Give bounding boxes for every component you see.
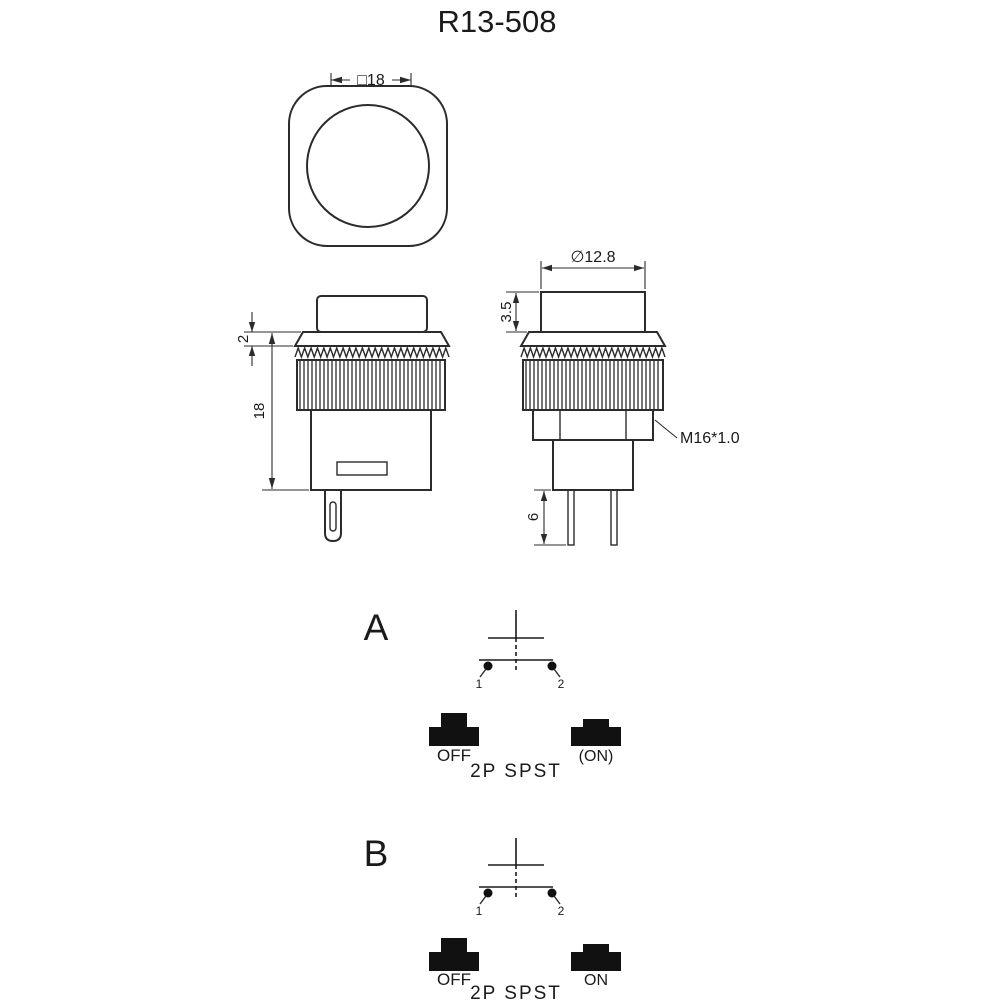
dim-cap-height-label: 3.5 [498,302,515,323]
terminal-1-label-b: 1 [476,904,483,918]
terminal-2-label-a: 2 [558,677,565,691]
dim-diameter-label: ∅12.8 [570,249,615,266]
thread-callout: M16*1.0 [654,419,740,447]
circuit-b: B 1 2 OFF ON 2P SPST [364,833,621,1000]
top-view: □18 [288,72,448,247]
dimension-diameter: ∅12.8 [540,249,646,289]
button-bezel-outline [288,85,448,247]
circuit-b-label: B [364,833,389,874]
terminal-dot-1-a [483,661,493,671]
off-button-icon-b [429,938,479,971]
on-label-a: (ON) [579,748,614,765]
dim-height-label: 18 [251,403,268,420]
terminal-pin-left-side [567,489,575,546]
serration-front [294,345,450,360]
button-cap-circle [306,104,430,228]
thread-spec-label: M16*1.0 [680,430,740,447]
serration-side [520,345,666,360]
hex-nut-side [532,409,654,441]
on-label-b: ON [584,972,608,989]
terminal-dot-2-a [547,661,557,671]
knurl-ring-front [296,359,446,411]
switch-symbol-a: 1 2 [476,610,565,691]
dimension-pin-length: 6 [525,489,566,546]
dimension-square-18: □18 [330,72,412,89]
circuit-a: A 1 2 OFF (ON) 2P SPST [364,607,621,782]
dim-pin-length-label: 6 [525,513,542,521]
side-view: M16*1.0 ∅12.8 3.5 6 [498,249,740,546]
terminal-1-label-a: 1 [476,677,483,691]
knurl-hatching-side [525,361,659,409]
switch-type-a: 2P SPST [470,761,562,782]
on-button-icon-b [571,944,621,971]
body-side [552,439,634,491]
on-button-icon-a [571,719,621,746]
off-label-a: OFF [437,746,471,765]
pin-hole-front [329,501,337,532]
dim-square-label: □18 [357,72,385,89]
dimension-flange-2: 2 [235,312,301,366]
dimension-height-18: 18 [251,333,309,491]
body-slot-front [336,461,388,476]
front-view: 2 18 [235,295,451,543]
cap-side [540,291,646,333]
terminal-2-label-b: 2 [558,904,565,918]
dimension-cap-height: 3.5 [498,291,539,333]
terminal-pin-right-side [610,489,618,546]
drawing-title: R13-508 [438,4,557,39]
off-button-icon-a [429,713,479,746]
switch-symbol-b: 1 2 [476,838,565,918]
flange-front [293,331,451,347]
body-front [310,409,432,491]
knurl-hatching-front [299,361,441,409]
terminal-pin-front [324,490,342,543]
off-label-b: OFF [437,970,471,989]
cap-front [316,295,428,333]
circuit-a-label: A [364,607,389,648]
terminal-dot-2-b [547,888,557,898]
terminal-dot-1-b [483,888,493,898]
switch-type-b: 2P SPST [470,983,562,1000]
flange-side [519,331,667,347]
dim-flange-label: 2 [235,335,252,343]
